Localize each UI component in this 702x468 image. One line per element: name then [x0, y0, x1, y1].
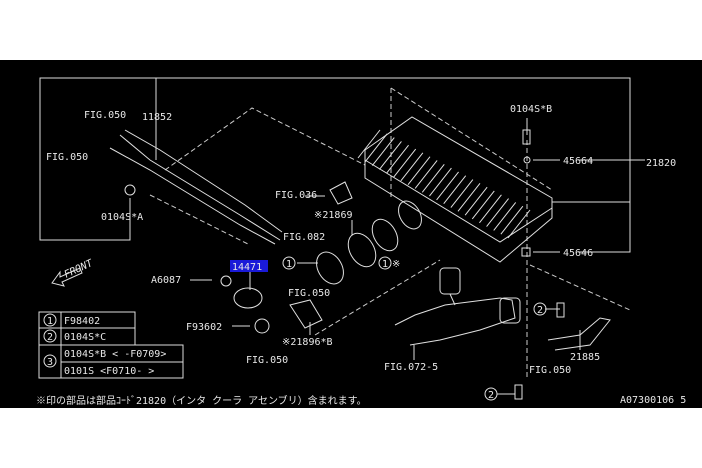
pipe-11852 [109, 129, 283, 245]
hoses-and-clamps [316, 181, 422, 285]
label-fig082[interactable]: FIG.082 [283, 232, 325, 243]
intercooler-fin [464, 186, 488, 216]
marker-1: 1 [382, 259, 388, 270]
intercooler-fin [429, 167, 452, 197]
intercooler-fin [507, 209, 531, 239]
legend-value[interactable]: 0104S*B < -F0709> [64, 349, 166, 360]
label-11852[interactable]: 11852 [142, 112, 172, 123]
intercooler-fin [414, 160, 438, 189]
label-45646[interactable]: 45646 [563, 248, 593, 259]
label-a6087[interactable]: A6087 [151, 275, 181, 286]
intercooler-fin [450, 179, 474, 208]
legend-value[interactable]: 0104S*C [64, 332, 106, 343]
label-21820[interactable]: 21820 [646, 158, 676, 169]
intercooler-fin [379, 141, 402, 170]
intercooler-fin [443, 175, 467, 205]
marker-2: 2 [537, 305, 543, 316]
intercooler-fin [500, 205, 524, 235]
leader-lines [39, 77, 645, 395]
intercooler [357, 116, 553, 263]
intercooler-fin [400, 152, 424, 182]
label-fig050[interactable]: FIG.050 [84, 110, 126, 121]
intercooler-fin [471, 190, 495, 220]
label-0104s-a[interactable]: 0104S*A [101, 212, 143, 223]
intercooler-fin [486, 198, 509, 227]
legend-table: 1 2 3 F98402 0104S*C 0104S*B < -F0709> 0… [38, 311, 184, 379]
label-0104s-b[interactable]: 0104S*B [510, 104, 552, 115]
marker-2: 2 [488, 390, 494, 401]
circle-marker-2 [484, 387, 498, 401]
bracket-21885 [514, 129, 611, 400]
y-pipe [394, 267, 521, 346]
bolt-0104s-a [124, 184, 136, 196]
bypass-valve-14471 [220, 275, 323, 334]
label-fig050[interactable]: FIG.050 [529, 365, 571, 376]
circle-marker-2 [533, 302, 547, 316]
label-21896[interactable]: ※21896*B [282, 337, 333, 348]
label-21885[interactable]: 21885 [570, 352, 600, 363]
label-fig050[interactable]: FIG.050 [46, 152, 88, 163]
intercooler-fin [393, 148, 417, 178]
label-f93602[interactable]: F93602 [186, 322, 222, 333]
circle-marker-1 [282, 256, 296, 270]
intercooler-fin [479, 194, 502, 224]
intercooler-fin [457, 183, 481, 212]
intercooler-fin [371, 137, 395, 166]
intercooler-fin [421, 163, 445, 193]
front-arrow [51, 267, 83, 287]
intercooler-fin [436, 171, 459, 201]
dashed-assembly-lines [149, 87, 631, 380]
highlight-14471 [230, 260, 268, 272]
label-14471[interactable]: 14471 [232, 262, 262, 273]
reference-code: A07300106 5 [620, 395, 686, 406]
legend-key: 1 [47, 316, 53, 327]
front-label: FRONT [63, 258, 96, 281]
intercooler-fin [386, 144, 409, 174]
label-21869[interactable]: ※21869 [314, 210, 352, 221]
diagram-svg: FIG.050 11852 FIG.050 0104S*A FIG.036 ※2… [36, 77, 686, 407]
circle-marker-1 [378, 256, 392, 270]
intercooler-fin [357, 129, 381, 159]
label-fig036[interactable]: FIG.036 [275, 190, 317, 201]
label-fig072-5[interactable]: FIG.072-5 [384, 362, 438, 373]
label-fig050[interactable]: FIG.050 [246, 355, 288, 366]
intercooler-fin [493, 202, 517, 231]
marker-1: 1 [286, 259, 292, 270]
legend-value[interactable]: F98402 [64, 316, 100, 327]
label-45664[interactable]: 45664 [563, 156, 593, 167]
label-fig050[interactable]: FIG.050 [288, 288, 330, 299]
intercooler-fin [364, 133, 388, 163]
intercooler-fin [407, 156, 431, 185]
marker-asterisk: ※ [392, 259, 400, 270]
legend-key: 2 [47, 332, 53, 343]
footnote: ※印の部品は部品ｺｰﾄﾞ21820（インタ クーラ アセンブリ）含まれます。 [36, 394, 367, 407]
legend-value[interactable]: 0101S <F0710- > [64, 366, 154, 377]
parts-diagram: FIG.050 11852 FIG.050 0104S*A FIG.036 ※2… [0, 60, 702, 408]
legend-key: 3 [47, 357, 53, 368]
